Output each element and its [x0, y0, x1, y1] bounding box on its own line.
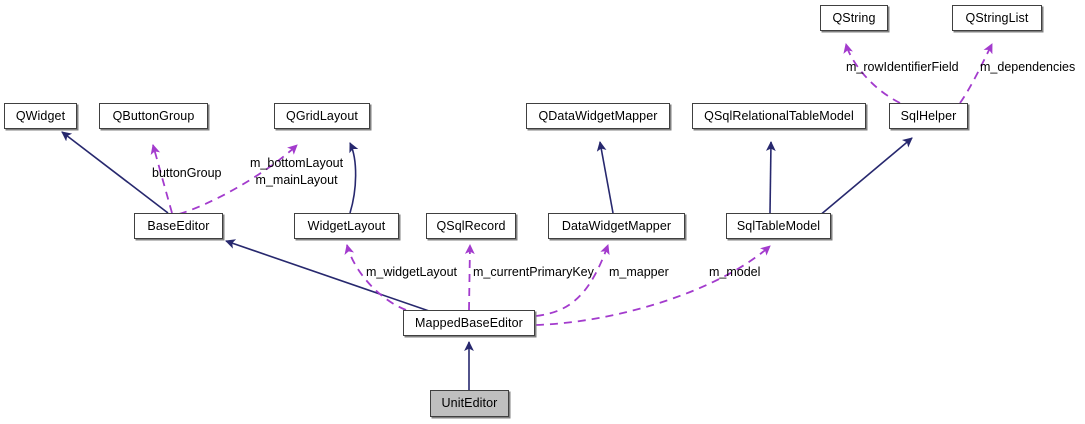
class-node-qgridlayout[interactable]: QGridLayout: [274, 103, 370, 129]
edge-label-mapper: m_mapper: [609, 264, 669, 281]
class-node-uniteditor[interactable]: UnitEditor: [430, 390, 509, 417]
edge-label-text: m_widgetLayout: [366, 265, 458, 279]
class-node-label: QButtonGroup: [112, 108, 195, 123]
edge-label-text: m_model: [709, 265, 761, 279]
class-node-qdatawidgetmapper[interactable]: QDataWidgetMapper: [526, 103, 670, 129]
edge-label-rowidentifierfield: m_rowIdentifierField: [846, 59, 959, 76]
class-node-baseeditor[interactable]: BaseEditor: [134, 213, 223, 239]
edge-label-layouts: m_bottomLayout m_mainLayout: [250, 155, 343, 189]
class-node-label: QSqlRecord: [436, 218, 506, 233]
edge-label-text: m_mapper: [609, 265, 669, 279]
class-node-qbuttongroup[interactable]: QButtonGroup: [99, 103, 208, 129]
class-node-label: WidgetLayout: [307, 218, 386, 233]
class-node-qstring[interactable]: QString: [820, 5, 888, 31]
edge-datawidgetmapper-qdatawidgetmapper: [596, 141, 614, 214]
edge-label-currentprimarykey: m_currentPrimaryKey: [473, 264, 594, 281]
class-node-label: QDataWidgetMapper: [538, 108, 658, 123]
class-node-label: SqlTableModel: [736, 218, 821, 233]
edge-label-text: m_currentPrimaryKey: [473, 265, 594, 279]
edge-label-widgetlayout: m_widgetLayout: [366, 264, 457, 281]
edge-label-text: buttonGroup: [152, 166, 222, 180]
class-node-label: QWidget: [15, 108, 66, 123]
edge-label-text-mainlayout: m_mainLayout: [255, 172, 338, 187]
class-node-label: QString: [832, 10, 876, 25]
class-node-label: DataWidgetMapper: [561, 218, 672, 233]
class-node-label: QStringList: [965, 10, 1029, 25]
class-node-label: QSqlRelationalTableModel: [704, 108, 854, 123]
class-node-sqltablemodel[interactable]: SqlTableModel: [726, 213, 831, 239]
edge-mappedbaseeditor-sqltablemodel: [535, 245, 771, 326]
class-node-qstringlist[interactable]: QStringList: [952, 5, 1042, 31]
edge-widgetlayout-qgridlayout: [349, 142, 359, 214]
edge-label-text: m_rowIdentifierField: [846, 60, 959, 74]
class-node-mappedbaseeditor[interactable]: MappedBaseEditor: [403, 310, 535, 336]
edge-label-buttongroup: buttonGroup: [152, 165, 222, 182]
edge-label-text-bottomlayout: m_bottomLayout: [250, 156, 344, 170]
class-node-label: SqlHelper: [900, 108, 957, 123]
edge-label-dependencies: m_dependencies: [980, 59, 1075, 76]
class-node-qsqlrelationaltablemodel[interactable]: QSqlRelationalTableModel: [692, 103, 866, 129]
edge-mappedbaseeditor-qsqlrecord: [464, 244, 475, 311]
class-node-label: MappedBaseEditor: [415, 315, 523, 330]
edge-label-text: m_dependencies: [980, 60, 1076, 74]
edge-label-model: m_model: [709, 264, 760, 281]
edge-sqltablemodel-qsqlrelationaltablemodel: [765, 141, 776, 214]
class-node-datawidgetmapper[interactable]: DataWidgetMapper: [548, 213, 685, 239]
class-node-qwidget[interactable]: QWidget: [4, 103, 77, 129]
class-node-widgetlayout[interactable]: WidgetLayout: [294, 213, 399, 239]
class-node-qsqlrecord[interactable]: QSqlRecord: [426, 213, 516, 239]
class-node-label: BaseEditor: [147, 218, 210, 233]
class-node-label: QGridLayout: [286, 108, 358, 123]
class-node-sqlhelper[interactable]: SqlHelper: [889, 103, 968, 129]
class-node-label: UnitEditor: [441, 396, 498, 411]
